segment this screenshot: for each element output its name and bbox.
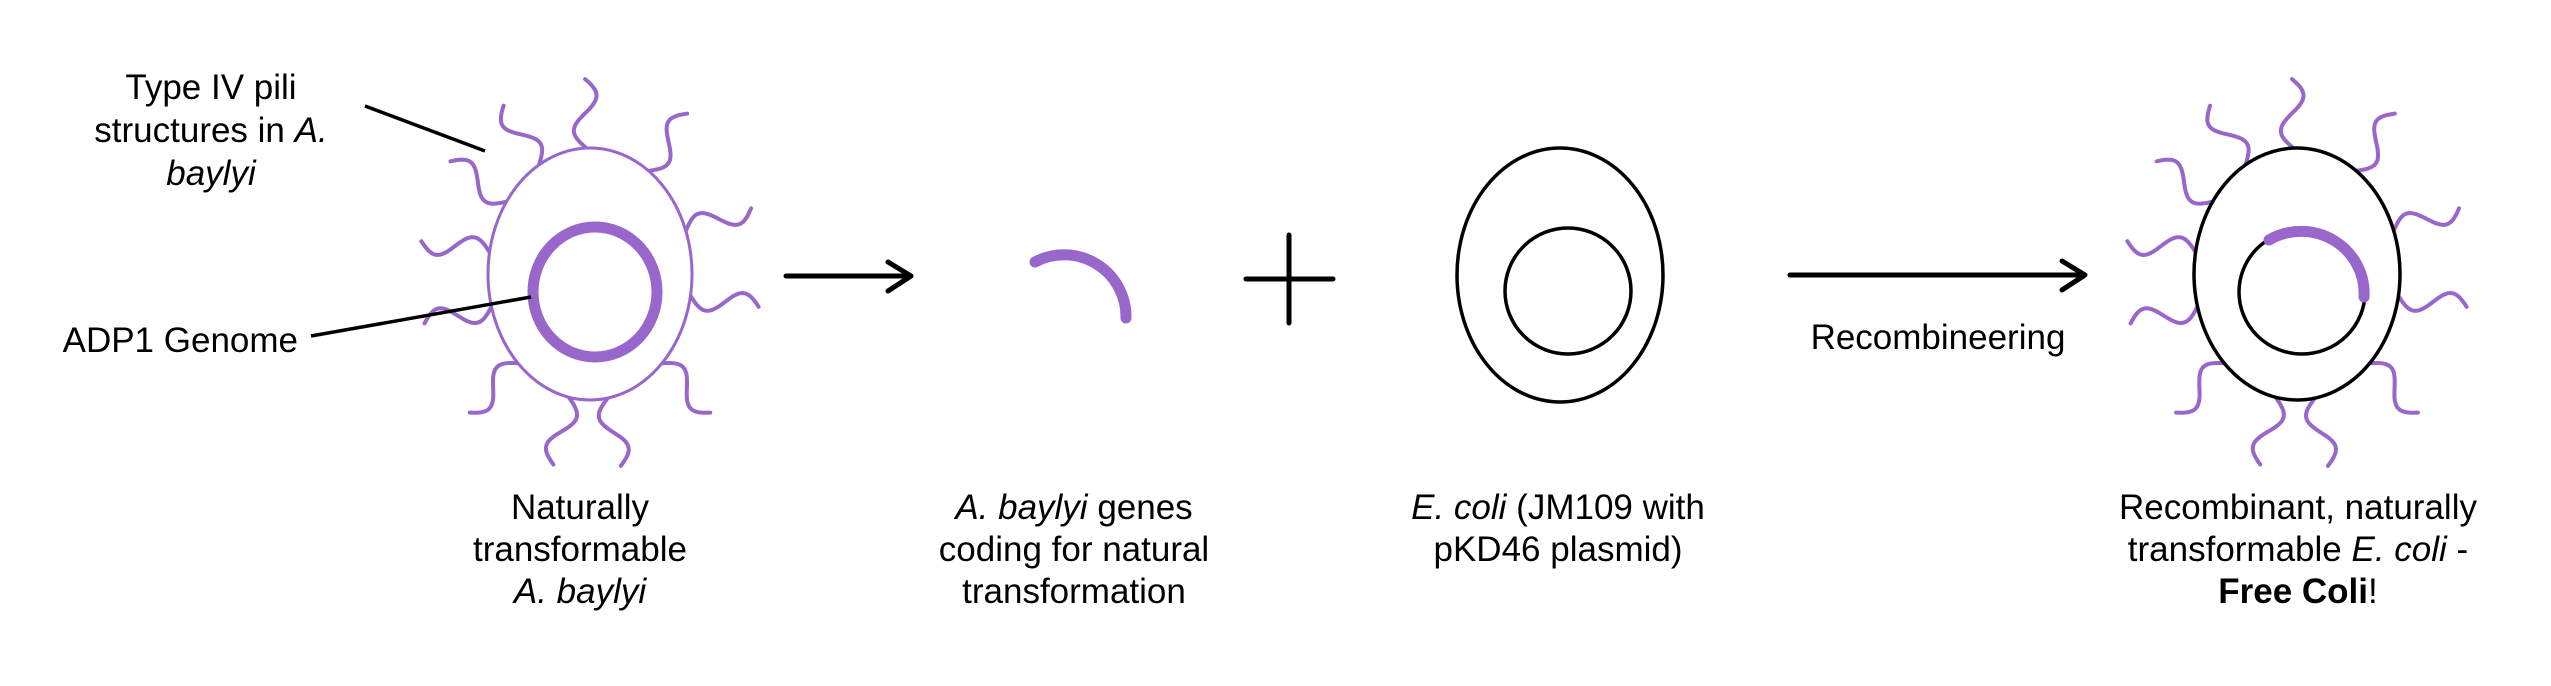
pilus xyxy=(646,111,690,173)
pilus xyxy=(2174,361,2227,415)
svg-text:A. baylyi genes: A. baylyi genes xyxy=(953,488,1192,527)
pilus xyxy=(683,206,754,233)
pili-group xyxy=(2125,77,2469,468)
pilus xyxy=(2125,235,2198,258)
abaylyi-cell xyxy=(419,77,761,468)
ecoli-cell xyxy=(1455,146,1665,404)
free-coli-cell xyxy=(2125,77,2469,468)
pilus xyxy=(422,304,494,326)
pilus xyxy=(498,103,545,167)
pilus xyxy=(2278,77,2306,151)
svg-text:Naturally: Naturally xyxy=(511,488,650,527)
pilus xyxy=(2367,361,2420,415)
ecoli-genome-circle xyxy=(1503,226,1633,356)
pilus xyxy=(660,361,713,415)
svg-text:Free Coli!: Free Coli! xyxy=(2218,572,2378,611)
pilus xyxy=(2250,395,2286,467)
plus-icon xyxy=(1243,232,1336,326)
svg-text:E. coli (JM109 with: E. coli (JM109 with xyxy=(1411,488,1705,527)
pilus xyxy=(2396,290,2469,313)
svg-text:transformation: transformation xyxy=(962,572,1186,611)
pilus xyxy=(2354,111,2397,173)
genome-label: ADP1 Genome xyxy=(63,321,298,360)
svg-text:transformable: transformable xyxy=(473,530,687,569)
svg-text:A. baylyi: A. baylyi xyxy=(512,572,647,611)
pili-group xyxy=(419,77,761,468)
svg-text:coding for natural: coding for natural xyxy=(939,530,1209,569)
pilus xyxy=(2205,103,2251,167)
svg-text:pKD46 plasmid): pKD46 plasmid) xyxy=(1434,530,1683,569)
pili-label-line2: structures in A. xyxy=(94,111,327,150)
caption-ecoli: E. coli (JM109 with pKD46 plasmid) xyxy=(1411,488,1705,569)
genome-pointer-line xyxy=(310,295,532,338)
gene-fragment-arc xyxy=(1029,249,1132,324)
pilus xyxy=(596,396,631,468)
caption-result: Recombinant, naturally transformable E. … xyxy=(2119,488,2477,611)
svg-text:Recombinant, naturally: Recombinant, naturally xyxy=(2119,488,2477,527)
arrow-icon xyxy=(783,259,914,294)
svg-text:transformable E. coli -: transformable E. coli - xyxy=(2128,530,2468,569)
caption-abaylyi: Naturally transformable A. baylyi xyxy=(473,488,687,611)
pilus xyxy=(2391,206,2461,233)
pilus xyxy=(2154,157,2215,206)
caption-genes: A. baylyi genes coding for natural trans… xyxy=(939,488,1209,611)
recombineering-label: Recombineering xyxy=(1811,318,2066,357)
pili-pointer-line xyxy=(364,104,486,153)
pilus xyxy=(571,77,599,151)
adp1-genome-circle xyxy=(527,221,663,363)
pilus xyxy=(2128,304,2200,326)
pilus xyxy=(419,235,492,258)
pilus xyxy=(688,290,761,313)
pilus xyxy=(467,361,520,415)
pilus xyxy=(2303,396,2339,468)
pilus xyxy=(448,157,509,206)
pilus xyxy=(543,395,580,467)
pili-label-line1: Type IV pili xyxy=(125,68,296,107)
integrated-gene-arc xyxy=(2263,225,2370,303)
arrow-icon xyxy=(1787,258,2088,293)
pili-label-line3: baylyi xyxy=(166,154,257,193)
